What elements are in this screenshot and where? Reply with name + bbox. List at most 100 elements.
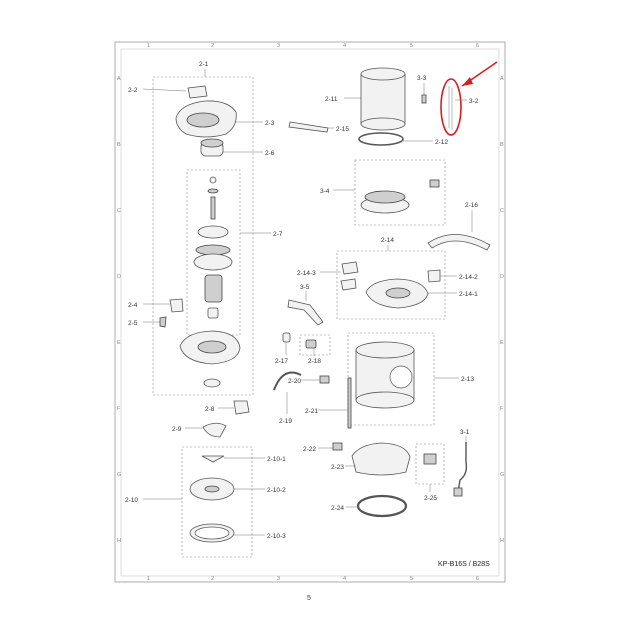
plug-3-1-part (453, 487, 463, 497)
callout-2-12: 2-12 (435, 139, 448, 146)
col-label: 2 (211, 576, 214, 582)
bracket-2-15-part (288, 121, 329, 133)
row-label: A (117, 76, 121, 82)
highlight-arrow-head (462, 77, 473, 86)
cord-3-1-part (457, 442, 468, 493)
row-label: F (500, 406, 504, 412)
callout-2-17: 2-17 (275, 358, 288, 365)
arc-2-19-part (273, 371, 302, 391)
row-label: B (500, 142, 504, 148)
col-label: 5 (410, 576, 413, 582)
callout-3-2: 3-2 (469, 98, 479, 105)
callout-2-20: 2-20 (288, 378, 301, 385)
row-label: C (117, 208, 121, 214)
bracket-2-4-part (169, 298, 184, 313)
col-label: 1 (147, 43, 150, 49)
callout-3-4: 3-4 (320, 188, 330, 195)
callout-2-1: 2-1 (199, 61, 209, 68)
col-label: 2 (211, 43, 214, 49)
model-label: KP-B16S / B28S (438, 561, 490, 568)
callout-2-13: 2-13 (461, 376, 474, 383)
row-label: H (500, 538, 504, 544)
callout-2-24: 2-24 (331, 505, 344, 512)
col-label: 5 (410, 43, 413, 49)
group-2-18-outline (299, 334, 331, 356)
callout-2-14-1: 2-14-1 (459, 291, 478, 298)
row-label: E (117, 340, 121, 346)
col-label: 4 (343, 43, 346, 49)
callout-2-2: 2-2 (128, 87, 138, 94)
lid-cap-part (187, 85, 208, 99)
grid-column-labels: 1 2 3 4 5 6 1 2 3 4 5 6 (147, 43, 479, 582)
body-2-13-top (355, 341, 415, 359)
callout-2-23: 2-23 (331, 464, 344, 471)
row-label: G (500, 472, 504, 478)
col-label: 1 (147, 576, 150, 582)
col-label: 6 (476, 576, 479, 582)
clip-2-5-part (159, 316, 167, 328)
ring-washer-part (203, 378, 221, 388)
knob-2-17-part (282, 332, 291, 343)
cylinder-2-11-bottom (360, 117, 406, 131)
cylinder-2-11-top (360, 67, 406, 81)
col-label: 6 (476, 43, 479, 49)
callout-2-4: 2-4 (128, 302, 138, 309)
grid-row-labels: A B C D E F G H A B C D E F G H (117, 76, 504, 544)
col-label: 4 (343, 576, 346, 582)
clip-2-14-2-part (427, 269, 441, 283)
body-2-13-bottom (355, 391, 415, 409)
handle-2-9-part (202, 422, 227, 438)
spring-disc-part (195, 244, 231, 256)
body-2-13-opening (389, 365, 413, 389)
gasket-2-10-3-inner (194, 526, 230, 540)
highlight-circle (440, 78, 462, 136)
row-label: G (117, 472, 121, 478)
callout-2-10-3: 2-10-3 (267, 533, 286, 540)
callout-2-16: 2-16 (465, 202, 478, 209)
sheet-border (114, 41, 506, 583)
pad-2-14-3b-part (340, 278, 357, 291)
spring-part (204, 274, 223, 303)
callout-2-5: 2-5 (128, 320, 138, 327)
pad-2-14-3-part (341, 261, 359, 275)
connector-2-22-part (332, 442, 343, 451)
terminal-2-25-part (423, 453, 437, 465)
latch-2-8-part (233, 400, 250, 415)
callout-2-7: 2-7 (273, 231, 283, 238)
valve-seat-part (197, 225, 229, 239)
callout-2-8: 2-8 (205, 406, 215, 413)
callout-2-10-2: 2-10-2 (267, 487, 286, 494)
row-label: F (117, 406, 121, 412)
callout-2-9: 2-9 (172, 426, 182, 433)
sheet-inner-border (120, 48, 500, 577)
nut-part (209, 176, 217, 184)
callout-2-14: 2-14 (381, 237, 394, 244)
callout-labels: 2-1 2-2 2-3 2-6 2-7 2-4 2-5 2-8 2-9 2-10… (125, 61, 479, 540)
callout-2-14-3: 2-14-3 (297, 270, 316, 277)
connector-2-20-part (319, 375, 330, 384)
col-label: 3 (277, 43, 280, 49)
sensor-2-18-part (305, 339, 317, 349)
row-label: D (117, 274, 121, 280)
gear-housing-part (193, 253, 233, 271)
cap-2-6-top (200, 138, 224, 148)
callout-2-15: 2-15 (336, 126, 349, 133)
callout-3-5: 3-5 (300, 284, 310, 291)
heater-terminal-part (429, 179, 440, 188)
fuse-3-3-part (421, 94, 427, 104)
row-label: A (500, 76, 504, 82)
callout-2-25: 2-25 (424, 495, 437, 502)
band-2-16-part (427, 234, 491, 251)
callout-2-21: 2-21 (305, 408, 318, 415)
lid-window-part (186, 112, 220, 128)
motor-base-inner (197, 340, 227, 354)
row-label: C (500, 208, 504, 214)
row-label: B (117, 142, 121, 148)
leader-lines (142, 69, 473, 536)
col-label: 3 (277, 576, 280, 582)
callout-2-10: 2-10 (125, 497, 138, 504)
filter-disc-center (204, 485, 220, 493)
row-label: E (500, 340, 504, 346)
washer-part (207, 188, 219, 194)
